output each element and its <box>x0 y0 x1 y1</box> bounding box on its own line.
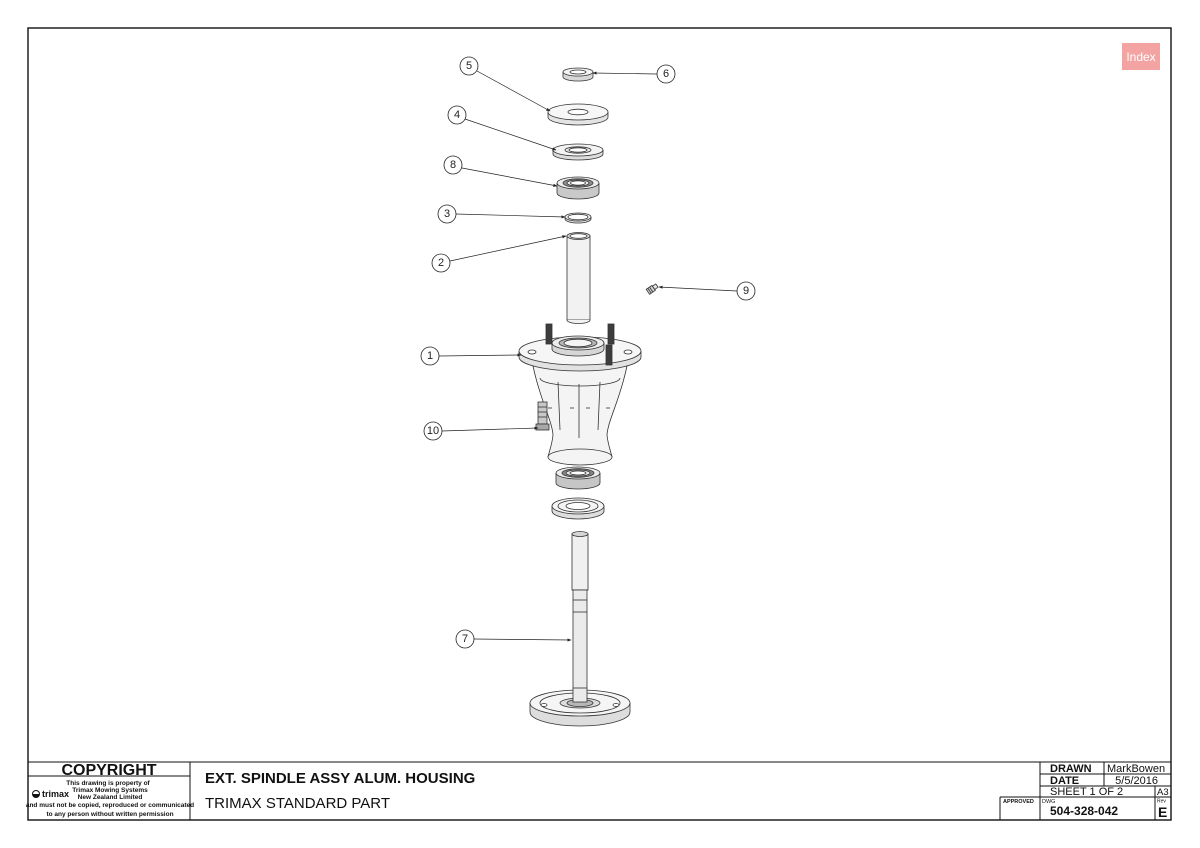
index-button-label: Index <box>1126 50 1155 64</box>
dwg-number: 504-328-042 <box>1050 804 1118 818</box>
svg-text:7: 7 <box>462 633 468 645</box>
rev-label: Rev <box>1157 799 1166 805</box>
svg-text:6: 6 <box>663 68 669 80</box>
svg-text:10: 10 <box>427 425 439 437</box>
svg-text:9: 9 <box>743 285 749 297</box>
svg-text:1: 1 <box>427 350 433 362</box>
part-6-nut <box>562 67 594 82</box>
lower-washer <box>551 497 605 520</box>
trimax-logo: trimax <box>32 789 69 799</box>
date-label: DATE <box>1050 775 1079 787</box>
balloon-2: 2 <box>431 235 567 273</box>
drawn-label: DRAWN <box>1050 763 1092 775</box>
copyright-line: to any person without written permission <box>46 811 173 818</box>
part-10-bolt <box>535 401 550 431</box>
svg-text:2: 2 <box>438 257 444 269</box>
copyright-line: New Zealand Limited <box>78 794 143 801</box>
revision: E <box>1158 804 1167 820</box>
title-block: COPYRIGHT trimax This drawing is propert… <box>26 761 1171 820</box>
balloon-5: 5 <box>459 56 551 112</box>
drawing-title: EXT. SPINDLE ASSY ALUM. HOUSING <box>205 770 475 787</box>
balloon-3: 3 <box>437 204 566 224</box>
part-1-housing <box>518 323 642 466</box>
exploded-assembly <box>518 67 659 727</box>
sheet-number: SHEET 1 OF 2 <box>1050 786 1123 798</box>
balloon-8: 8 <box>443 155 558 187</box>
drawing-subtitle: TRIMAX STANDARD PART <box>205 795 390 812</box>
part-8-bearing <box>556 176 600 200</box>
balloon-10: 10 <box>423 421 539 441</box>
balloons: 5 6 4 8 3 2 9 <box>420 56 756 649</box>
balloon-9: 9 <box>658 281 756 301</box>
dwg-label: DWG <box>1042 799 1055 805</box>
copyright-line: Trimax Mowing Systems <box>72 787 148 794</box>
copyright-heading: COPYRIGHT <box>61 762 156 779</box>
index-button[interactable]: Index <box>1122 43 1160 70</box>
svg-text:8: 8 <box>450 159 456 171</box>
sheet-size: A3 <box>1157 787 1169 798</box>
drawing-border <box>27 27 1172 821</box>
svg-text:4: 4 <box>454 109 460 121</box>
balloon-7: 7 <box>455 629 572 649</box>
part-7-shaft <box>529 531 631 727</box>
part-4-washer <box>552 143 604 161</box>
approved-label: APPROVED <box>1003 799 1034 805</box>
svg-text:5: 5 <box>466 60 472 72</box>
copyright-block: COPYRIGHT trimax This drawing is propert… <box>26 762 194 818</box>
balloon-1: 1 <box>420 346 522 366</box>
lower-bearing <box>555 466 601 490</box>
balloon-6: 6 <box>592 64 676 84</box>
svg-text:3: 3 <box>444 208 450 220</box>
drawn-value: MarkBowen <box>1107 763 1165 775</box>
part-9-grease-nipple <box>645 283 659 295</box>
copyright-line: This drawing is property of <box>66 780 150 787</box>
date-value: 5/5/2016 <box>1115 775 1158 787</box>
part-2-spacer-tube <box>566 232 591 324</box>
part-5-washer <box>547 103 609 126</box>
svg-text:trimax: trimax <box>42 789 69 799</box>
balloon-4: 4 <box>447 105 557 151</box>
part-3-ring <box>564 212 592 224</box>
copyright-line: and must not be copied, reproduced or co… <box>26 802 194 809</box>
